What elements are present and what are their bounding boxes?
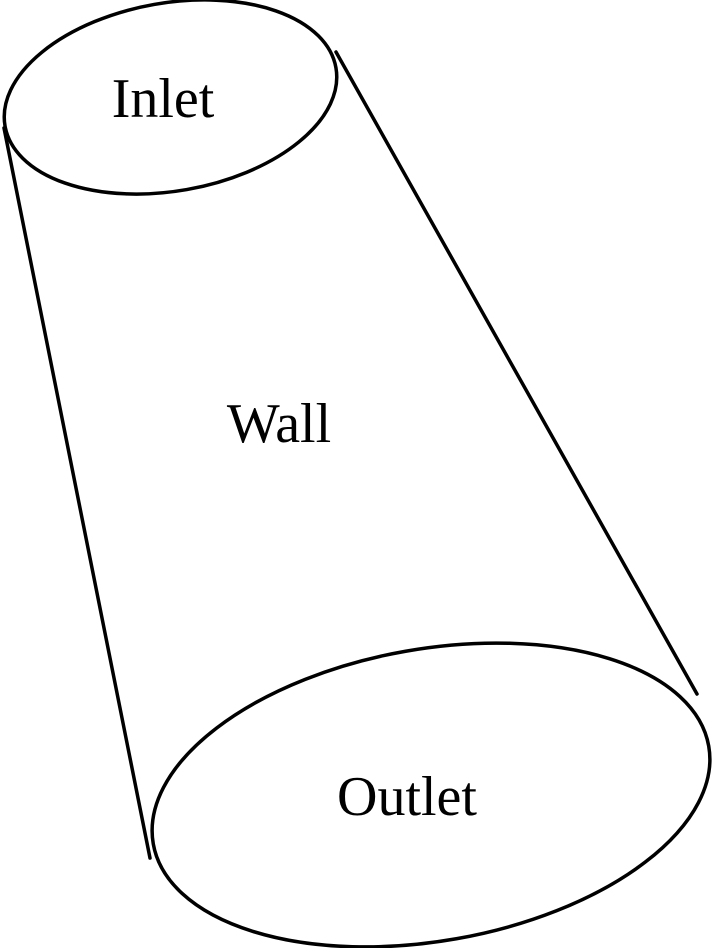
inlet-ellipse bbox=[2, 0, 339, 196]
wall-left-edge bbox=[2, 126, 152, 860]
inlet-label: Inlet bbox=[112, 68, 215, 130]
outlet-label: Outlet bbox=[337, 766, 477, 828]
wall-label: Wall bbox=[227, 393, 331, 455]
outlet-ellipse bbox=[150, 641, 712, 948]
wall-right-edge bbox=[334, 50, 699, 696]
